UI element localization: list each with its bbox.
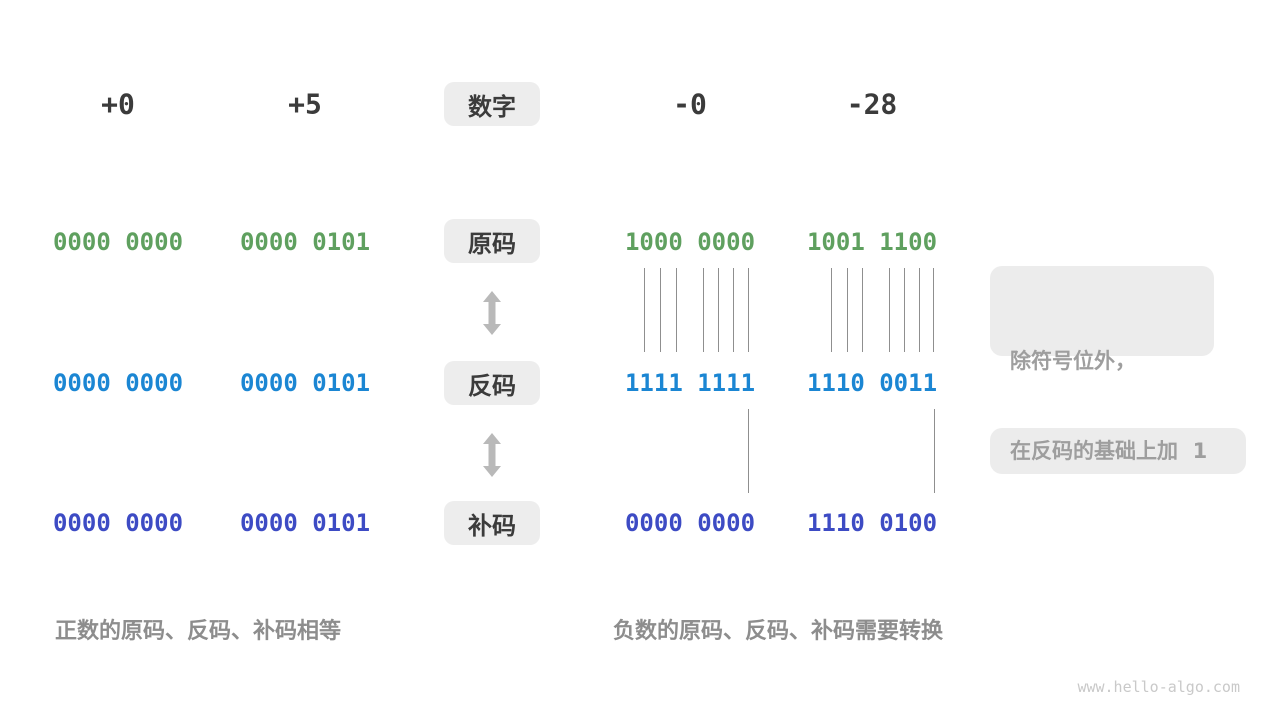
twos-complement-neg-zero: 0000 0000 xyxy=(624,509,756,537)
flip-bits-note: 除符号位外， 对其余所有位取反 xyxy=(990,266,1214,472)
ones-complement-label-box: 反码 xyxy=(444,361,540,405)
twos-complement-pos-zero: 0000 0000 xyxy=(52,509,184,537)
swap-vertical-arrow-icon xyxy=(483,291,501,335)
number-neg-twenty-eight: -28 xyxy=(846,87,898,121)
twos-complement-label-box: 补码 xyxy=(444,501,540,545)
twos-complement-neg-twenty-eight: 1110 0100 xyxy=(806,509,938,537)
sign-magnitude-label-box: 原码 xyxy=(444,219,540,263)
watermark: www.hello-algo.com xyxy=(1077,678,1240,696)
number-pos-zero: +0 xyxy=(101,87,135,121)
number-pos-five: +5 xyxy=(288,87,322,121)
ones-complement-neg-zero: 1111 1111 xyxy=(624,369,756,397)
swap-vertical-arrow-icon xyxy=(483,433,501,477)
negative-numbers-caption: 负数的原码、反码、补码需要转换 xyxy=(613,619,944,644)
sign-magnitude-pos-five: 0000 0101 xyxy=(239,228,371,256)
ones-complement-pos-five: 0000 0101 xyxy=(239,369,371,397)
add-one-note: 在反码的基础上加 1 xyxy=(990,428,1246,474)
ones-complement-neg-twenty-eight: 1110 0011 xyxy=(806,369,938,397)
sign-magnitude-pos-zero: 0000 0000 xyxy=(52,228,184,256)
flip-bits-note-line1: 除符号位外， xyxy=(1010,349,1136,373)
add-one-note-text: 在反码的基础上加 1 xyxy=(1010,438,1208,463)
positive-numbers-caption: 正数的原码、反码、补码相等 xyxy=(55,619,342,644)
number-label-box: 数字 xyxy=(444,82,540,126)
number-neg-zero: -0 xyxy=(673,87,707,121)
ones-complement-pos-zero: 0000 0000 xyxy=(52,369,184,397)
sign-magnitude-neg-twenty-eight: 1001 1100 xyxy=(806,228,938,256)
sign-magnitude-neg-zero: 1000 0000 xyxy=(624,228,756,256)
twos-complement-pos-five: 0000 0101 xyxy=(239,509,371,537)
